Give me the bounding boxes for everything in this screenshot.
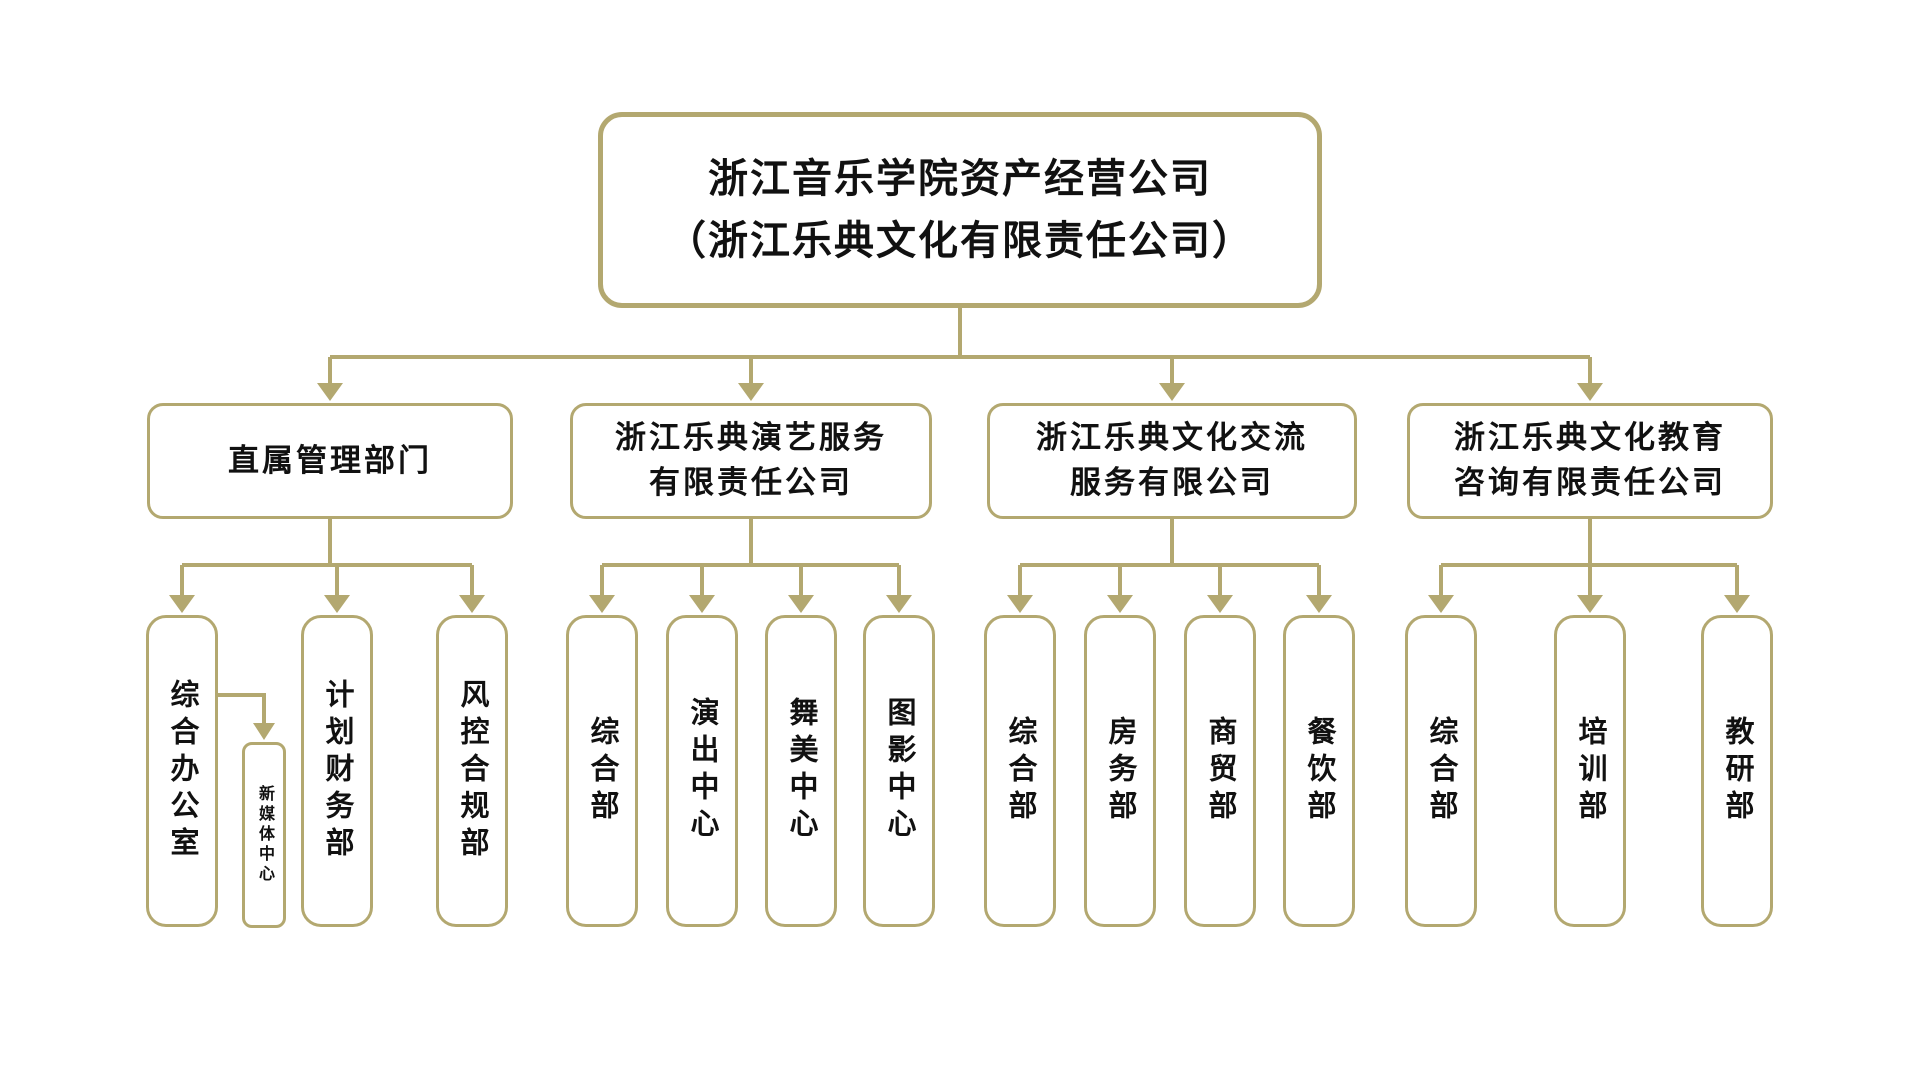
group1-connectors xyxy=(169,519,485,740)
dept-box: 图影中心 xyxy=(863,615,935,927)
arrow-down-icon xyxy=(1306,595,1332,613)
arrow-down-icon xyxy=(1207,595,1233,613)
arrow-down-icon xyxy=(1577,595,1603,613)
arrow-down-icon xyxy=(738,383,764,401)
branch-title-line1: 浙江乐典文化交流 xyxy=(1036,420,1308,456)
dept-box: 综合部 xyxy=(566,615,638,927)
dept-box: 房务部 xyxy=(1084,615,1156,927)
dept-label: 计划财务部 xyxy=(321,678,353,864)
group3-connectors xyxy=(1007,519,1332,613)
dept-box: 计划财务部 xyxy=(301,615,373,927)
branch-box-cultural-exchange-company: 浙江乐典文化交流 服务有限公司 xyxy=(987,403,1357,519)
dept-label: 风控合规部 xyxy=(456,678,488,864)
arrow-down-icon xyxy=(317,383,343,401)
dept-box: 培训部 xyxy=(1554,615,1626,927)
level1-connectors xyxy=(317,308,1603,401)
dept-label: 房务部 xyxy=(1104,715,1136,827)
root-company-name-line2: （浙江乐典文化有限责任公司） xyxy=(666,218,1254,263)
arrow-down-icon xyxy=(1159,383,1185,401)
dept-label: 舞美中心 xyxy=(785,697,817,845)
dept-label: 商贸部 xyxy=(1204,715,1236,827)
arrow-down-icon xyxy=(1577,383,1603,401)
root-company-box: 浙江音乐学院资产经营公司 （浙江乐典文化有限责任公司） xyxy=(598,112,1322,308)
dept-label: 图影中心 xyxy=(883,697,915,845)
root-company-name-line1: 浙江音乐学院资产经营公司 xyxy=(708,156,1212,201)
dept-label: 教研部 xyxy=(1721,715,1753,827)
arrow-down-icon xyxy=(253,723,275,740)
branch-title-line1: 浙江乐典文化教育 xyxy=(1454,420,1726,456)
branch-title-line2: 有限责任公司 xyxy=(649,465,853,500)
arrow-down-icon xyxy=(1007,595,1033,613)
group4-connectors xyxy=(1428,519,1750,613)
dept-box: 教研部 xyxy=(1701,615,1773,927)
connector-line xyxy=(218,693,266,729)
dept-label: 新媒体中心 xyxy=(256,785,273,885)
arrow-down-icon xyxy=(169,595,195,613)
dept-box: 舞美中心 xyxy=(765,615,837,927)
dept-box: 综合部 xyxy=(1405,615,1477,927)
dept-label: 餐饮部 xyxy=(1303,715,1335,827)
arrow-down-icon xyxy=(1107,595,1133,613)
dept-box: 风控合规部 xyxy=(436,615,508,927)
dept-box: 综合部 xyxy=(984,615,1056,927)
dept-label: 综合办公室 xyxy=(166,678,198,864)
arrow-down-icon xyxy=(788,595,814,613)
dept-label: 培训部 xyxy=(1574,715,1606,827)
arrow-down-icon xyxy=(689,595,715,613)
dept-box-attached: 新媒体中心 xyxy=(242,742,286,928)
dept-label: 综合部 xyxy=(586,715,618,827)
dept-box: 综合办公室 xyxy=(146,615,218,927)
dept-box: 餐饮部 xyxy=(1283,615,1355,927)
branch-title-line2: 咨询有限责任公司 xyxy=(1454,465,1726,500)
dept-label: 综合部 xyxy=(1425,715,1457,827)
dept-box: 演出中心 xyxy=(666,615,738,927)
branch-box-management-departments: 直属管理部门 xyxy=(147,403,513,519)
arrow-down-icon xyxy=(1428,595,1454,613)
branch-title-line1: 直属管理部门 xyxy=(228,442,432,478)
dept-label: 综合部 xyxy=(1004,715,1036,827)
arrow-down-icon xyxy=(589,595,615,613)
dept-label: 演出中心 xyxy=(686,697,718,845)
branch-title-line2: 服务有限公司 xyxy=(1070,465,1274,500)
arrow-down-icon xyxy=(324,595,350,613)
arrow-down-icon xyxy=(886,595,912,613)
branch-box-performing-arts-company: 浙江乐典演艺服务 有限责任公司 xyxy=(570,403,932,519)
branch-title-line1: 浙江乐典演艺服务 xyxy=(615,420,887,456)
dept-box: 商贸部 xyxy=(1184,615,1256,927)
branch-box-education-consulting-company: 浙江乐典文化教育 咨询有限责任公司 xyxy=(1407,403,1773,519)
arrow-down-icon xyxy=(1724,595,1750,613)
group2-connectors xyxy=(589,519,912,613)
arrow-down-icon xyxy=(459,595,485,613)
